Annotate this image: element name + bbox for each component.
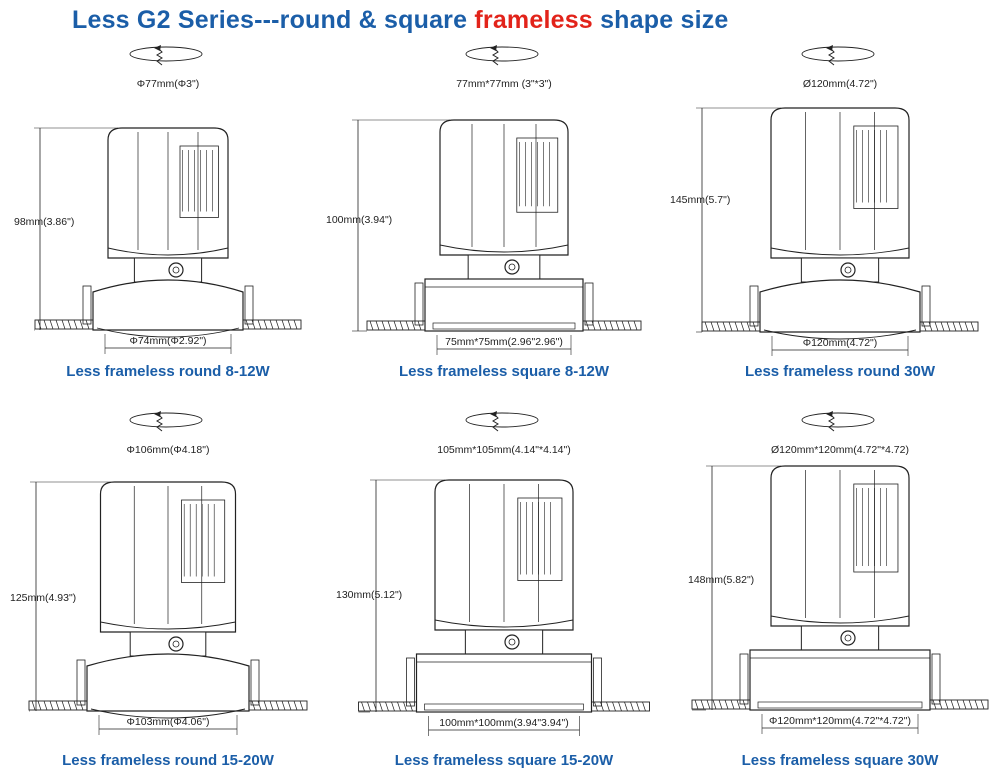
bottom-dimension-label: Φ103mm(Φ4.06"): [127, 716, 210, 728]
height-dimension-label: 145mm(5.7"): [670, 194, 730, 206]
spring-clip-left: [691, 699, 751, 710]
dimension-lines: [29, 481, 238, 735]
driver-body: [99, 481, 237, 633]
product-drawing: Ø120mm(4.72") 145mm(5.7") Φ120mm(4.72"): [670, 45, 979, 356]
rotation-arrow-icon: [465, 411, 539, 432]
driver-body: [770, 107, 910, 259]
title-highlight: frameless: [474, 6, 593, 34]
spring-clip-left: [701, 321, 761, 332]
adjust-knob: [168, 262, 184, 278]
top-dimension-label: 105mm*105mm(4.14"*4.14"): [437, 444, 571, 456]
spring-clip-left: [366, 320, 426, 331]
spring-clip-right: [582, 320, 642, 331]
product-card-3: Ø120mm(4.72") 145mm(5.7") Φ120mm(4.72") Les…: [670, 40, 1008, 402]
height-dimension-label: 100mm(3.94"): [326, 214, 392, 226]
rotation-arrow-icon: [129, 45, 203, 66]
rotation-arrow-icon: [465, 45, 539, 66]
spring-clip-left: [34, 319, 94, 330]
spring-clip-right: [248, 700, 308, 711]
dimension-lines: [696, 107, 909, 356]
bottom-dimension-label: Φ120mm(4.72"): [803, 337, 878, 349]
trim-housing: [414, 278, 594, 332]
driver-body: [439, 119, 569, 256]
top-dimension-label: Ø120mm(4.72"): [803, 78, 877, 90]
driver-body: [434, 479, 574, 631]
product-drawing: Φ106mm(Φ4.18") 125mm(4.93") Φ103mm(Φ4.06"): [10, 411, 308, 735]
driver-body: [770, 465, 910, 627]
product-card-6: Ø120mm*120mm(4.72"*4.72) 148mm(5.82") Φ120…: [672, 406, 1008, 769]
dimension-lines: [34, 127, 232, 354]
adjust-knob: [504, 259, 520, 275]
product-caption: Less frameless square 15-20W: [394, 752, 614, 769]
bottom-dimension-label: Φ74mm(Φ2.92"): [129, 335, 206, 347]
adjust-knob: [840, 262, 856, 278]
product-card-2: 77mm*77mm (3"*3") 100mm(3.94") 75mm*75mm(2…: [326, 40, 672, 402]
product-caption: Less frameless round 8-12W: [66, 363, 270, 380]
product-drawing: 77mm*77mm (3"*3") 100mm(3.94") 75mm*75mm(2…: [326, 45, 642, 355]
bottom-dimension-label: 75mm*75mm(2.96"2.96"): [445, 336, 563, 348]
product-drawing: Ø120mm*120mm(4.72"*4.72) 148mm(5.82") Φ120…: [688, 411, 989, 734]
top-dimension-label: Φ77mm(Φ3"): [137, 78, 200, 90]
rotation-arrow-icon: [801, 45, 875, 66]
height-dimension-label: 148mm(5.82"): [688, 574, 754, 586]
product-drawing: 105mm*105mm(4.14"*4.14") 130mm(5.12") 100m…: [336, 411, 650, 736]
product-caption: Less frameless square 8-12W: [398, 363, 610, 380]
height-dimension-label: 130mm(5.12"): [336, 589, 402, 601]
spring-clip-right: [242, 319, 302, 330]
trim-housing: [76, 653, 260, 719]
trim-housing: [82, 279, 254, 338]
trim-housing: [749, 279, 931, 340]
product-caption: Less frameless round 30W: [744, 363, 936, 380]
adjust-knob: [504, 634, 520, 650]
dimension-lines: [352, 119, 572, 355]
height-dimension-label: 125mm(4.93"): [10, 592, 76, 604]
spring-clip-left: [28, 700, 88, 711]
product-card-1: Φ77mm(Φ3") 98mm(3.86") Φ74mm(Φ2.92") Less f…: [0, 40, 336, 402]
product-caption: Less frameless square 30W: [741, 752, 939, 769]
bottom-dimension-label: 100mm*100mm(3.94"3.94"): [439, 717, 568, 729]
page-title: Less G2 Series---round & square frameles…: [72, 6, 729, 35]
top-dimension-label: Φ106mm(Φ4.18"): [127, 444, 210, 456]
title-part-2: shape size: [592, 6, 729, 34]
driver-body: [107, 127, 229, 259]
product-caption: Less frameless round 15-20W: [62, 752, 274, 769]
rotation-arrow-icon: [129, 411, 203, 432]
spring-clip-right: [591, 701, 650, 712]
trim-housing: [739, 649, 941, 711]
product-grid: Φ77mm(Φ3") 98mm(3.86") Φ74mm(Φ2.92") Less f…: [0, 40, 1008, 773]
product-drawing: Φ77mm(Φ3") 98mm(3.86") Φ74mm(Φ2.92"): [14, 45, 302, 354]
spring-clip-right: [919, 321, 979, 332]
dimension-lines: [358, 479, 580, 736]
top-dimension-label: Ø120mm*120mm(4.72"*4.72): [771, 444, 909, 456]
bottom-dimension-label: Φ120mm*120mm(4.72"*4.72"): [769, 715, 911, 727]
rotation-arrow-icon: [801, 411, 875, 432]
dimension-lines: [692, 465, 919, 734]
trim-housing: [406, 653, 602, 713]
title-part-1: Less G2 Series---round & square: [72, 6, 475, 34]
adjust-knob: [168, 636, 184, 652]
product-card-5: 105mm*105mm(4.14"*4.14") 130mm(5.12") 100m…: [336, 406, 672, 769]
height-dimension-label: 98mm(3.86"): [14, 216, 74, 228]
spring-clip-right: [929, 699, 989, 710]
top-dimension-label: 77mm*77mm (3"*3"): [456, 78, 552, 90]
product-card-4: Φ106mm(Φ4.18") 125mm(4.93") Φ103mm(Φ4.06")…: [0, 406, 336, 769]
spring-clip-left: [358, 701, 417, 712]
adjust-knob: [840, 630, 856, 646]
